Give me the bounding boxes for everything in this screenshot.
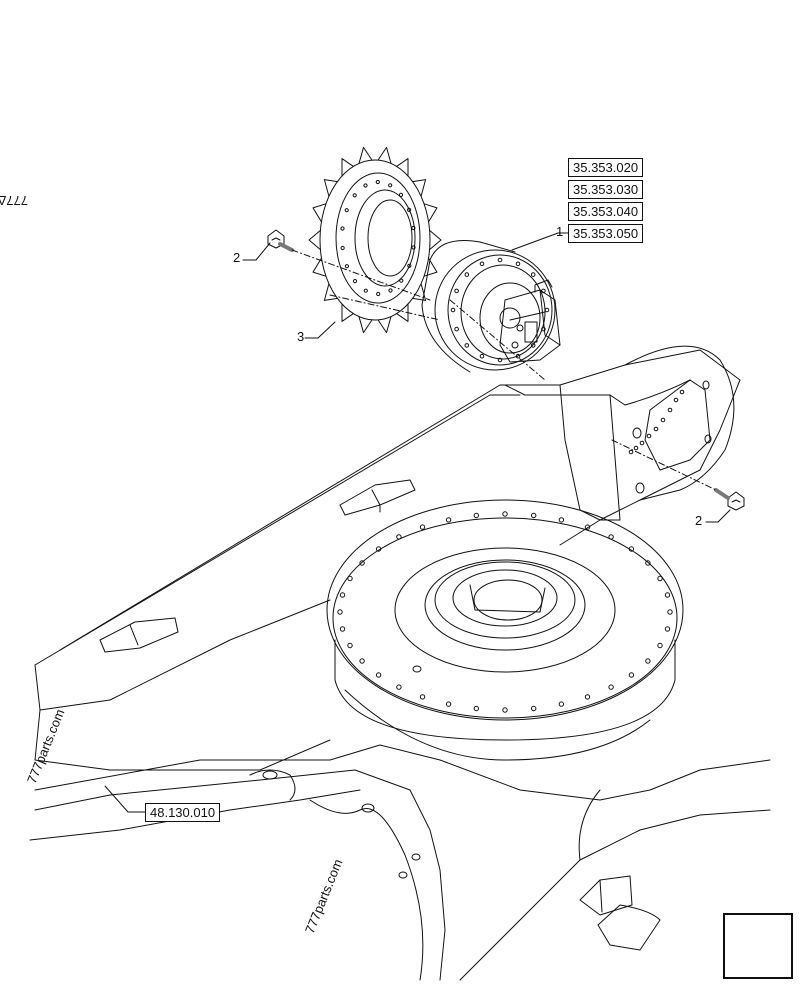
- bolt-top: [267, 229, 294, 252]
- callout-3: 3: [297, 329, 305, 344]
- reference-35-353-030[interactable]: 35.353.030: [568, 180, 644, 199]
- watermark-edge: 777Δ: [0, 193, 28, 208]
- assembly-lines: [291, 249, 717, 491]
- back-navigation-button[interactable]: [723, 913, 793, 979]
- travel-motor: [421, 240, 561, 373]
- reference-35-353-020[interactable]: 35.353.020: [568, 158, 644, 177]
- ring-bolt-holes: [337, 511, 673, 713]
- sprocket: [308, 146, 442, 334]
- track-frame: [29, 345, 771, 981]
- callout-2-top: 2: [233, 250, 241, 265]
- callout-2-right: 2: [695, 513, 703, 528]
- slewing-ring: [326, 499, 684, 761]
- bolt-right: [714, 488, 745, 511]
- callout-1: 1: [556, 224, 564, 239]
- reference-35-353-040[interactable]: 35.353.040: [568, 202, 644, 221]
- arm-bolt-circle: [628, 389, 685, 455]
- leader-lines: [104, 232, 731, 813]
- reference-48-130-010[interactable]: 48.130.010: [145, 803, 221, 822]
- motor-flange-bolts: [450, 257, 550, 363]
- reference-35-353-050[interactable]: 35.353.050: [568, 224, 644, 243]
